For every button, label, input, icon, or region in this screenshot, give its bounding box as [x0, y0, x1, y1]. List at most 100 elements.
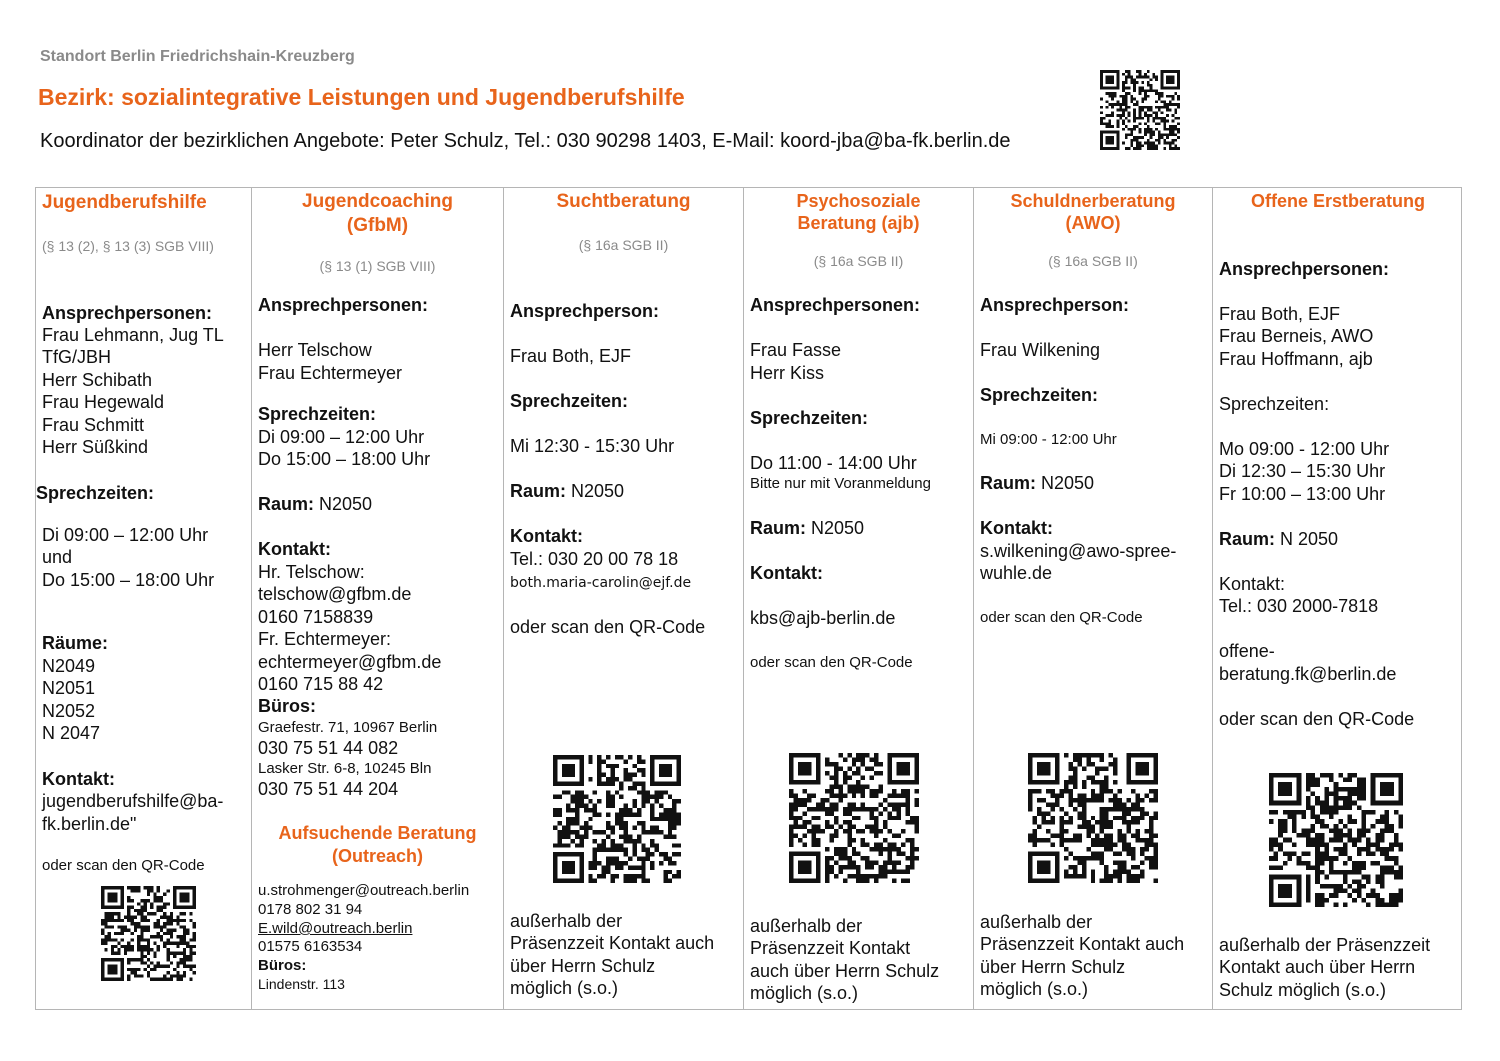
- note-line: möglich (s.o.): [510, 978, 619, 998]
- hours-line: Fr 10:00 – 13:00 Uhr: [1219, 484, 1386, 504]
- column-jugendcoaching: Jugendcoaching (GfbM) (§ 13 (1) SGB VIII…: [251, 188, 503, 1009]
- room-value: N2050: [806, 518, 865, 538]
- hours-line: und: [42, 547, 73, 567]
- contact-email[interactable]: kbs@ajb-berlin.de: [750, 608, 896, 628]
- room-value: N2050: [314, 494, 373, 514]
- room-label: Raum:: [510, 481, 567, 501]
- room: N 2047: [42, 723, 101, 743]
- qr-code-icon[interactable]: [1028, 753, 1158, 883]
- note-line: über Herrn Schulz: [510, 956, 656, 976]
- contact-email[interactable]: offene-: [1219, 641, 1275, 661]
- contact-label: Kontakt:: [980, 518, 1053, 538]
- contact-phone: Tel.: 030 20 00 78 18: [510, 549, 679, 569]
- qr-code-icon[interactable]: [1269, 773, 1403, 907]
- scan-hint: oder scan den QR-Code: [42, 857, 205, 874]
- contact-person: Frau Lehmann, Jug TL: [42, 325, 224, 345]
- office-address: Lasker Str. 6-8, 10245 Bln: [258, 760, 432, 777]
- outreach-phone: 0178 802 31 94: [258, 901, 363, 918]
- qr-code-icon: [1100, 70, 1180, 150]
- hours-label: Sprechzeiten:: [750, 408, 869, 428]
- contact-label: Kontakt:: [510, 526, 583, 546]
- page-title: Bezirk: sozialintegrative Leistungen und…: [38, 84, 685, 110]
- room-label: Raum:: [980, 473, 1037, 493]
- scan-hint: oder scan den QR-Code: [750, 654, 913, 671]
- hours-line: Di 09:00 – 12:00 Uhr: [258, 427, 425, 447]
- column-title: Jugendcoaching: [302, 191, 453, 212]
- contacts-label: Ansprechpersonen:: [750, 295, 921, 315]
- note-line: Schulz möglich (s.o.): [1219, 980, 1387, 1000]
- contact-email[interactable]: s.wilkening@awo-spree-: [980, 541, 1177, 561]
- scan-hint: oder scan den QR-Code: [510, 617, 706, 637]
- hours-line: Mo 09:00 - 12:00 Uhr: [1219, 439, 1390, 459]
- qr-code-icon[interactable]: [553, 755, 681, 883]
- hours-label: Sprechzeiten:: [36, 483, 155, 503]
- contacts-label: Ansprechpersonen:: [42, 303, 213, 323]
- hours-line: Mi 12:30 - 15:30 Uhr: [510, 436, 675, 456]
- note-line: möglich (s.o.): [980, 979, 1089, 999]
- hours-line: Di 12:30 – 15:30 Uhr: [1219, 461, 1386, 481]
- contact-person: Frau Fasse: [750, 340, 842, 360]
- law-reference: (§ 16a SGB II): [578, 237, 669, 253]
- hours-line: Do 15:00 – 18:00 Uhr: [258, 449, 431, 469]
- note-line: außerhalb der: [750, 916, 863, 936]
- contact-email[interactable]: beratung.fk@berlin.de: [1219, 664, 1397, 684]
- column-title: Beratung (ajb): [797, 213, 920, 233]
- hours-note: Bitte nur mit Voranmeldung: [750, 475, 931, 492]
- contact-person: Herr Süßkind: [42, 437, 149, 457]
- contact-phone: Tel.: 030 2000-7818: [1219, 596, 1379, 616]
- contact-phone: 0160 715 88 42: [258, 674, 384, 694]
- hours-line: Mi 09:00 - 12:00 Uhr: [980, 431, 1117, 448]
- scan-hint: oder scan den QR-Code: [1219, 709, 1415, 729]
- outreach-email[interactable]: u.strohmenger@outreach.berlin: [258, 882, 470, 899]
- contact-person: Frau Schmitt: [42, 415, 145, 435]
- note-line: Präsenzzeit Kontakt: [750, 938, 911, 958]
- contact-email[interactable]: fk.berlin.de": [42, 814, 137, 834]
- room: N2051: [42, 678, 96, 698]
- hours-label: Sprechzeiten:: [510, 391, 629, 411]
- column-title: Schuldnerberatung: [1010, 191, 1176, 211]
- contacts-label: Ansprechpersonen:: [258, 295, 429, 315]
- office-phone: 030 75 51 44 082: [258, 738, 399, 758]
- outreach-link[interactable]: E.wild@outreach.berlin: [258, 920, 413, 937]
- note-line: außerhalb der: [980, 912, 1093, 932]
- note-line: außerhalb der: [510, 911, 623, 931]
- contact-person: Frau Both, EJF: [510, 346, 632, 366]
- contact-person: Herr Schibath: [42, 370, 153, 390]
- column-offene-erstberatung: Offene Erstberatung Ansprechpersonen: Fr…: [1212, 188, 1463, 1009]
- note-line: über Herrn Schulz: [980, 957, 1126, 977]
- law-reference: (§ 13 (1) SGB VIII): [319, 258, 436, 274]
- room-value: N2050: [566, 481, 625, 501]
- hours-label: Sprechzeiten:: [980, 385, 1099, 405]
- law-reference: (§ 16a SGB II): [813, 253, 904, 269]
- qr-code-icon[interactable]: [789, 753, 919, 883]
- contact-label: Kontakt:: [1219, 574, 1286, 594]
- column-title: (AWO): [1065, 213, 1121, 233]
- contact-email[interactable]: telschow@gfbm.de: [258, 584, 412, 604]
- contacts-label: Ansprechpersonen:: [1219, 259, 1390, 279]
- contact-email[interactable]: echtermeyer@gfbm.de: [258, 652, 442, 672]
- note-line: Kontakt auch über Herrn: [1219, 957, 1416, 977]
- hours-label: Sprechzeiten:: [1219, 394, 1330, 414]
- room: N2052: [42, 701, 96, 721]
- contact-label: Kontakt:: [42, 769, 115, 789]
- contact-person: Frau Hegewald: [42, 392, 165, 412]
- hours-line: Do 11:00 - 14:00 Uhr: [750, 453, 917, 473]
- column-suchtberatung: Suchtberatung (§ 16a SGB II) Ansprechper…: [503, 188, 743, 1009]
- contact-person: Frau Wilkening: [980, 340, 1101, 360]
- contacts-label: Ansprechperson:: [980, 295, 1130, 315]
- contact-email[interactable]: both.maria-carolin@ejf.de: [510, 575, 692, 591]
- services-table: Jugendberufshilfe (§ 13 (2), § 13 (3) SG…: [35, 187, 1462, 1010]
- office-phone: 030 75 51 44 204: [258, 779, 399, 799]
- qr-code-icon[interactable]: [101, 886, 196, 981]
- office-address: Graefestr. 71, 10967 Berlin: [258, 719, 438, 736]
- contact-email[interactable]: jugendberufshilfe@ba-: [42, 791, 224, 811]
- contact-email[interactable]: wuhle.de: [980, 563, 1053, 583]
- contact-line: Hr. Telschow:: [258, 562, 365, 582]
- offices-label: Büros:: [258, 696, 316, 716]
- room-value: N2050: [1036, 473, 1095, 493]
- law-reference: (§ 16a SGB II): [1048, 253, 1138, 269]
- law-reference: (§ 13 (2), § 13 (3) SGB VIII): [42, 238, 214, 254]
- room-label: Raum:: [750, 518, 807, 538]
- contact-person: Frau Hoffmann, ajb: [1219, 349, 1373, 369]
- column-title: Suchtberatung: [556, 191, 691, 212]
